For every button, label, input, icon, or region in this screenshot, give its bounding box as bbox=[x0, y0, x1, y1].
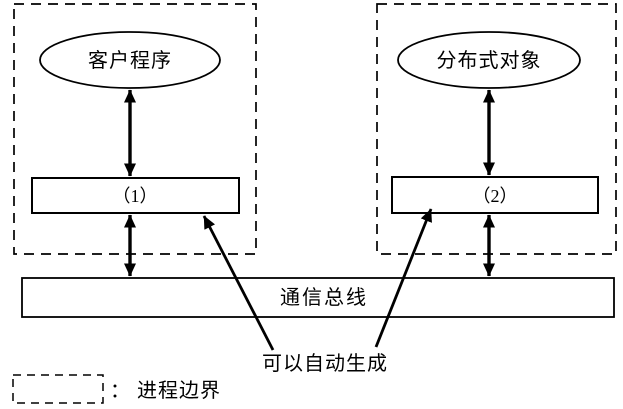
stub-box-2 bbox=[391, 176, 599, 214]
legend-dashed-box bbox=[12, 374, 104, 404]
legend-process-boundary-label: ： 进程边界 bbox=[110, 379, 221, 402]
annotation-arrow-to-stub1 bbox=[202, 215, 275, 351]
communication-bus-label: 通信总线 bbox=[280, 286, 368, 309]
distributed-object-label: 分布式对象 bbox=[437, 49, 542, 72]
client-program-label: 客户程序 bbox=[88, 49, 172, 72]
right-process-boundary bbox=[376, 3, 617, 255]
distributed-object-ellipse bbox=[397, 31, 581, 89]
auto-generate-annotation: 可以自动生成 bbox=[262, 352, 388, 375]
communication-bus bbox=[21, 277, 615, 318]
annotation-arrow-to-stub2 bbox=[374, 208, 433, 348]
client-program-ellipse bbox=[39, 31, 221, 89]
stub-box-1 bbox=[31, 177, 240, 214]
stub-box-2-label: （2） bbox=[473, 186, 518, 206]
stub-box-1-label: （1） bbox=[113, 186, 158, 206]
